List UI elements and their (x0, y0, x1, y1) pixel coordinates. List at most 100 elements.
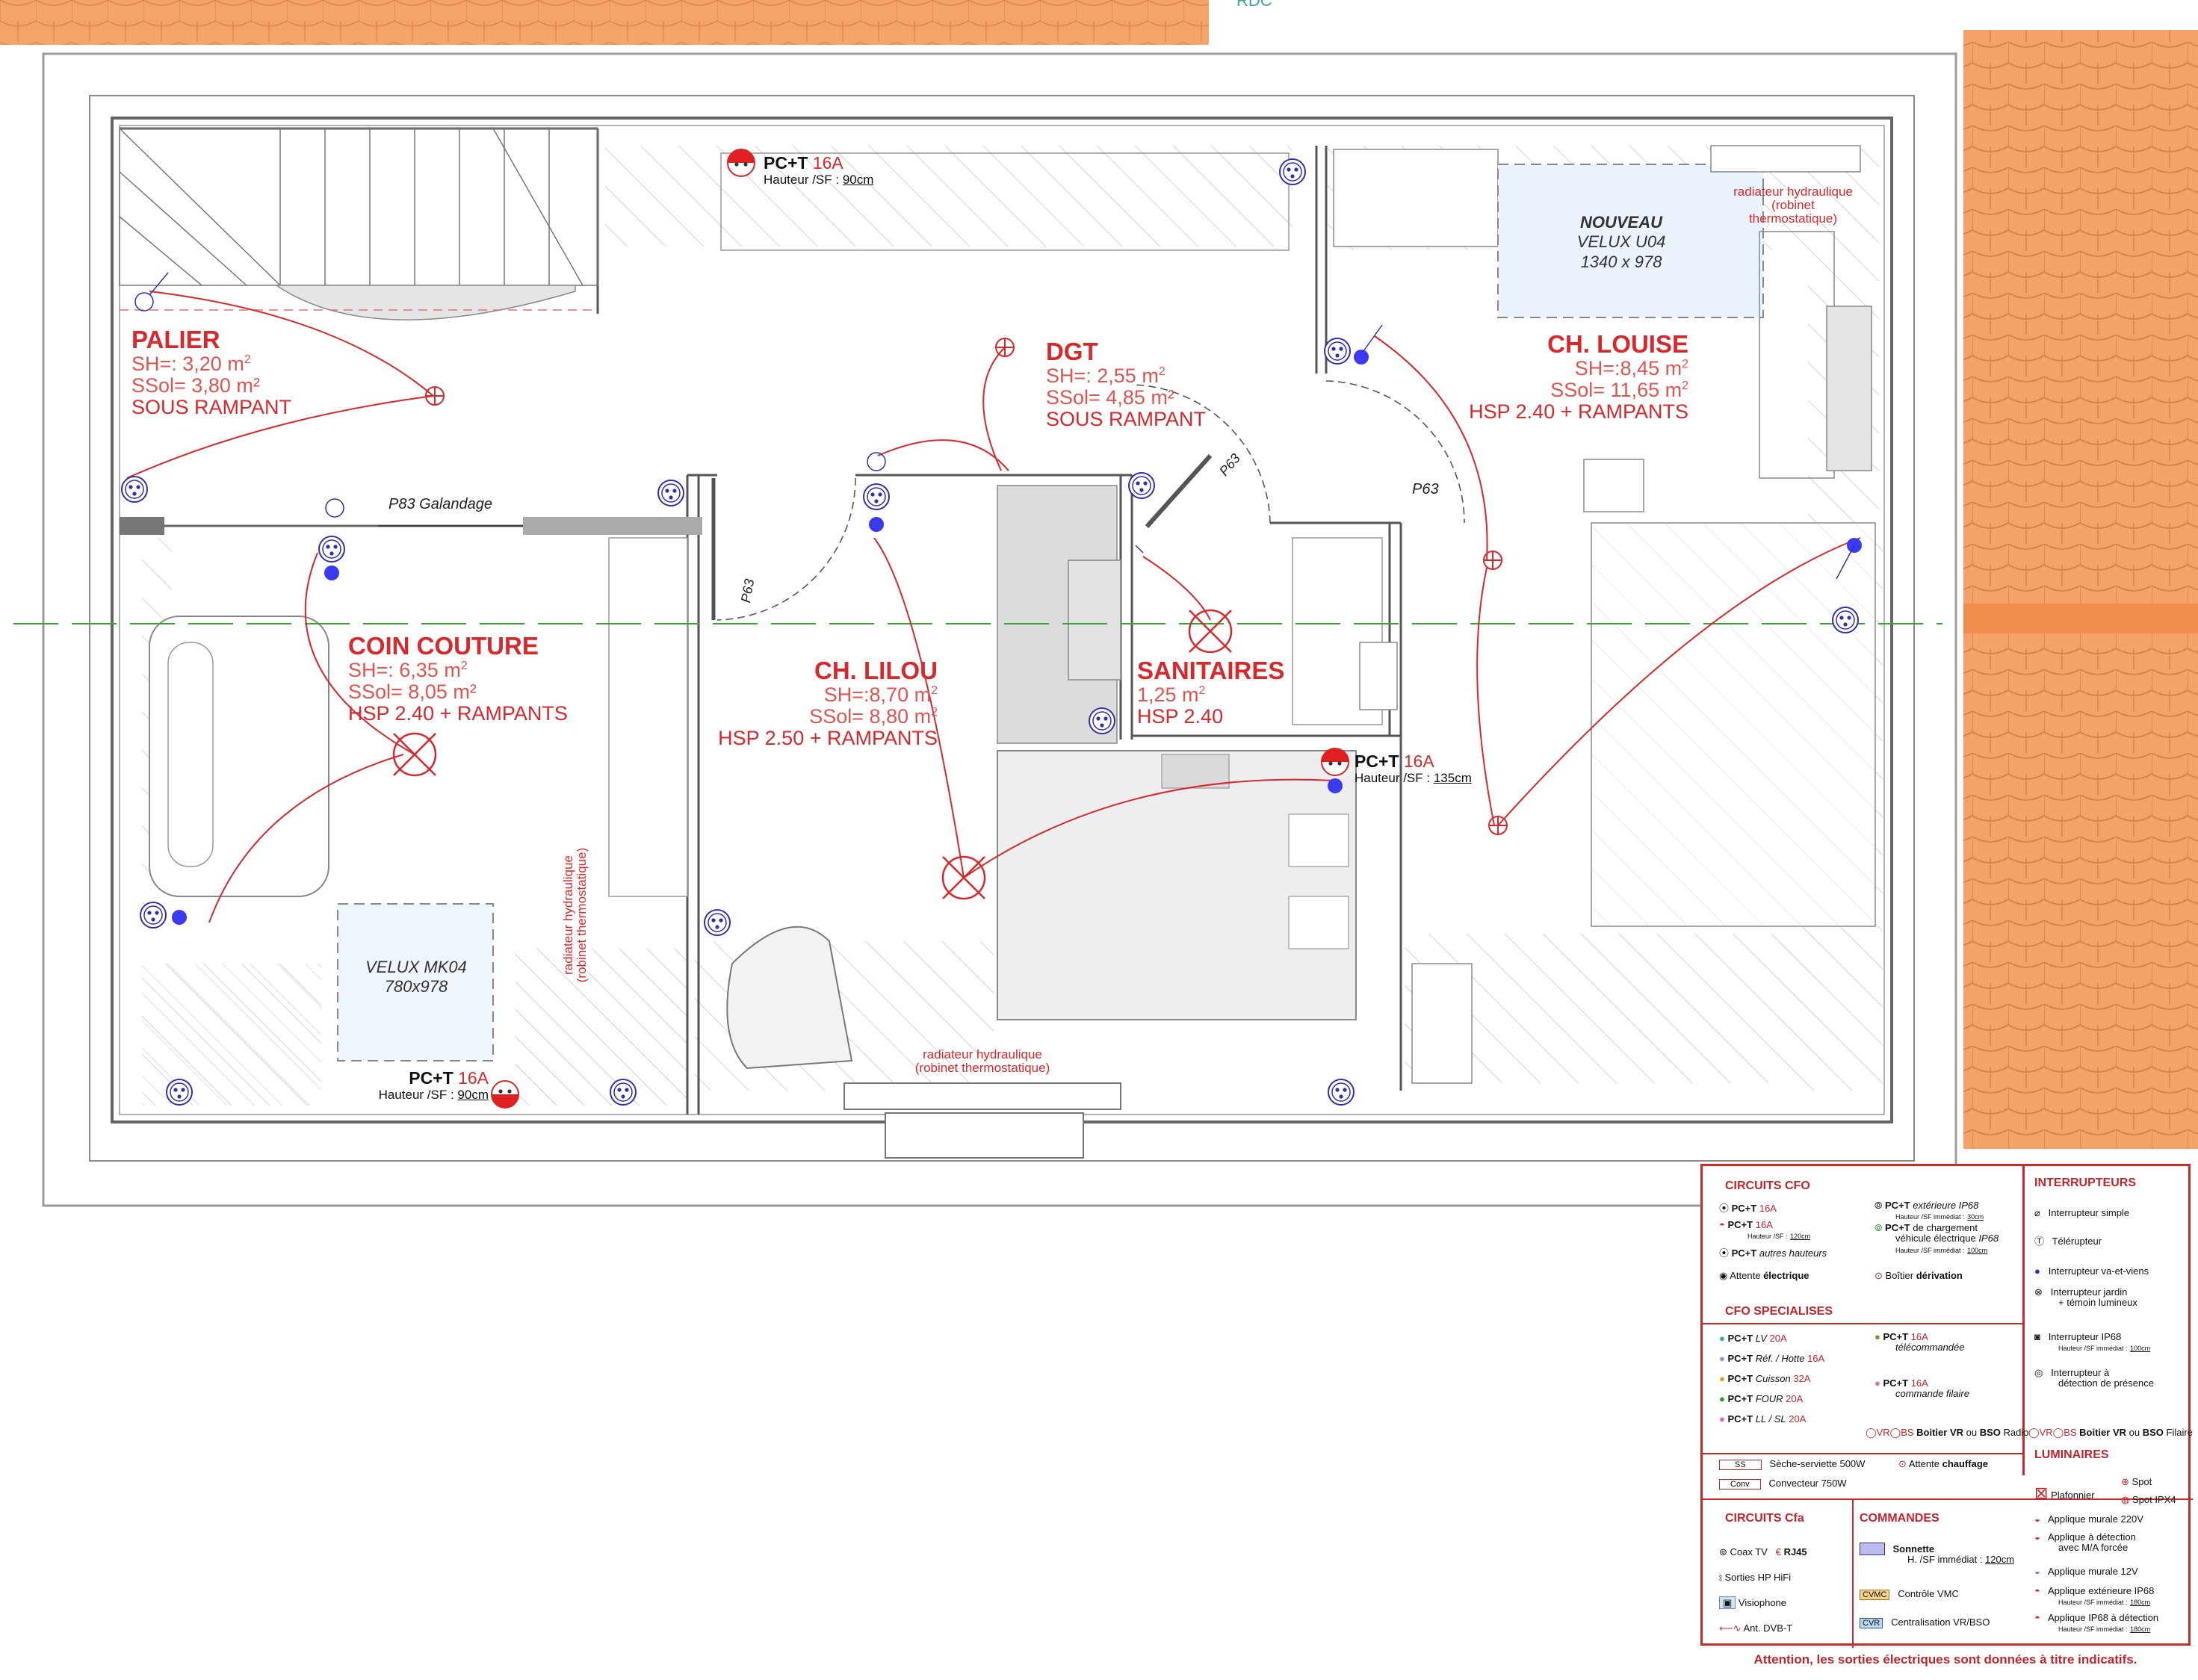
legend-title-cfo-specialises: CFO SPECIALISES (1725, 1305, 1833, 1318)
legend-lum-murale220: ◒ Applique murale 220V (2034, 1513, 2143, 1525)
room-name: SANITAIRES (1137, 657, 1285, 684)
velux-line: VELUX MK04 (365, 958, 467, 976)
legend-spec-four: ● PC+T FOUR 20A (1719, 1393, 1804, 1404)
radiator-line: radiateur hydraulique (561, 855, 575, 975)
velux-mk04: VELUX MK04 780x978 (345, 958, 487, 997)
legend-lum-spot-ipx4: ◍ Spot IPX4 (2121, 1494, 2176, 1505)
velux-line: 780x978 (384, 977, 448, 996)
socket-label-bottom: PC+T 16A Hauteur /SF : 90cm (369, 1068, 489, 1103)
legend-cfa-coax: ⊚ Coax TV € RJ45 (1719, 1546, 1807, 1557)
socket-amp: 16A (458, 1068, 489, 1088)
room-extra: HSP 2.50 + RAMPANTS (718, 726, 938, 749)
legend-title-luminaires: LUMINAIRES (2034, 1448, 2109, 1461)
legend-inter-simple: ⌀ Interrupteur simple (2034, 1207, 2130, 1218)
room-sh: SH=:8,45 m (1574, 356, 1682, 379)
legend-lum-plafonnier: ⊠ Plafonnier (2034, 1484, 2095, 1502)
p83-label: P83 Galandage (388, 496, 493, 512)
radiator-line: (robinet (1771, 197, 1815, 212)
radiator-line: (robinet thermostatique) (914, 1060, 1050, 1075)
room-ssol: SSol= 4,85 m² (1046, 385, 1174, 409)
legend-attente: ◉ Attente électrique (1719, 1270, 1810, 1281)
legend-seche-serviette: SS Sèche-serviette 500W (1719, 1458, 1865, 1470)
room-extra: HSP 2.40 + RAMPANTS (1469, 400, 1688, 423)
radiator-line: radiateur hydraulique (923, 1047, 1042, 1061)
room-extra: SOUS RAMPANT (1046, 407, 1207, 430)
velux-u04: NOUVEAU VELUX U04 1340 x 978 (1554, 213, 1688, 272)
legend-panel: CIRCUITS CFO INTERRUPTEURS CFO SPECIALIS… (1700, 1164, 2193, 1648)
room-extra: SOUS RAMPANT (131, 395, 292, 418)
radiator-line: radiateur hydraulique (1733, 185, 1853, 199)
socket-type: PC+T (764, 153, 808, 173)
legend-lum-murale12: ◒ Applique murale 12V (2034, 1566, 2138, 1577)
room-name: PALIER (131, 326, 220, 353)
room-sh: SH=: 3,20 m (131, 352, 244, 375)
room-sanitaires: SANITAIRES 1,25 m2 HSP 2.40 (1137, 657, 1285, 728)
room-dgt: DGT SH=: 2,55 m2 SSol= 4,85 m² SOUS RAMP… (1046, 338, 1207, 430)
socket-type: PC+T (1355, 751, 1399, 771)
legend-vr-radio: ◯VR◯BS Boitier VR ou BSO Radio (1866, 1427, 2029, 1438)
legend-spec-lv: ● PC+T LV 20A (1719, 1333, 1787, 1344)
radiator-couture: radiateur hydraulique (robinet thermosta… (561, 825, 589, 1005)
legend-cfa-visio: ▣ Visiophone (1719, 1596, 1786, 1609)
legend-attente-chauffage: ⊙ Attente chauffage (1898, 1458, 1989, 1469)
socket-height-label: Hauteur /SF : (764, 173, 840, 187)
room-palier: PALIER SH=: 3,20 m2 SSol= 3,80 m² SOUS R… (131, 326, 292, 418)
room-name: COIN COUTURE (348, 632, 539, 660)
room-coin-couture: COIN COUTURE SH=: 6,35 m2 SSol= 8,05 m² … (348, 632, 568, 725)
socket-height-label: Hauteur /SF : (378, 1088, 454, 1103)
radiator-lilou: radiateur hydraulique (robinet thermosta… (889, 1048, 1076, 1075)
legend-spec-cuisson: ● PC+T Cuisson 32A (1719, 1373, 1811, 1384)
legend-spec-ll: ● PC+T LL / SL 20A (1719, 1413, 1807, 1425)
room-ssol: SSol= 3,80 m² (131, 373, 260, 397)
socket-label-mid: PC+T 16A Hauteur /SF : 135cm (1355, 751, 1472, 786)
legend-cfa-dvbt: ⟵∿ Ant. DVB-T (1719, 1622, 1793, 1634)
legend-title-circuits-cfa: CIRCUITS Cfa (1725, 1512, 1804, 1525)
legend-convecteur: Conv Convecteur 750W (1719, 1478, 1847, 1490)
legend-pct16: ⦿ PC+T 16A (1719, 1203, 1777, 1214)
room-louise: CH. LOUISE SH=:8,45 m2 SSol= 11,65 m2 HS… (1464, 331, 1688, 423)
socket-type: PC+T (409, 1068, 453, 1088)
socket-height-label: Hauteur /SF : (1355, 771, 1431, 786)
legend-pct-autres: ⦿ PC+T autres hauteurs (1719, 1247, 1827, 1259)
room-sh: SH=:8,70 m (823, 683, 932, 706)
legend-inter-tele: Ⓣ Télérupteur (2034, 1236, 2102, 1247)
room-sh: SH=: 2,55 m (1046, 364, 1159, 387)
room-extra: HSP 2.40 (1137, 704, 1224, 728)
legend-cmd-cvmc: CVMC Contrôle VMC (1860, 1588, 1959, 1600)
socket-amp: 16A (812, 153, 843, 173)
legend-boitier-derivation: ⊙ Boîtier dérivation (1875, 1270, 1963, 1281)
room-sh: 1,25 m (1137, 683, 1199, 706)
socket-height: 90cm (842, 173, 874, 187)
velux-line: 1340 x 978 (1580, 252, 1662, 271)
velux-line: VELUX U04 (1576, 232, 1666, 252)
room-extra: HSP 2.40 + RAMPANTS (348, 701, 568, 725)
legend-title-interrupteurs: INTERRUPTEURS (2034, 1177, 2137, 1189)
legend-title-commandes: COMMANDES (1860, 1512, 1939, 1525)
socket-height: 135cm (1433, 771, 1472, 786)
p63-label: P63 (1412, 481, 1439, 498)
rdc-label: RDC (1236, 0, 1272, 10)
socket-label-top: PC+T 16A Hauteur /SF : 90cm (764, 153, 873, 187)
socket-amp: 16A (1403, 751, 1434, 771)
legend-inter-vv: ● Interrupteur va-et-viens (2034, 1265, 2149, 1277)
warning-note: Attention, les sorties électriques sont … (1753, 1652, 2137, 1667)
room-ssol: SSol= 8,80 m (809, 704, 932, 728)
socket-height: 90cm (457, 1088, 489, 1103)
radiator-louise: radiateur hydraulique (robinet thermosta… (1711, 185, 1875, 226)
room-ch-lilou: CH. LILOU SH=:8,70 m2 SSol= 8,80 m2 HSP … (710, 657, 938, 749)
legend-cfa-hifi: ⦂ Sorties HP HiFi (1719, 1572, 1792, 1583)
radiator-line: thermostatique) (1748, 211, 1838, 226)
velux-line: NOUVEAU (1579, 213, 1662, 232)
legend-spec-ref: ● PC+T Réf. / Hotte 16A (1719, 1353, 1825, 1364)
